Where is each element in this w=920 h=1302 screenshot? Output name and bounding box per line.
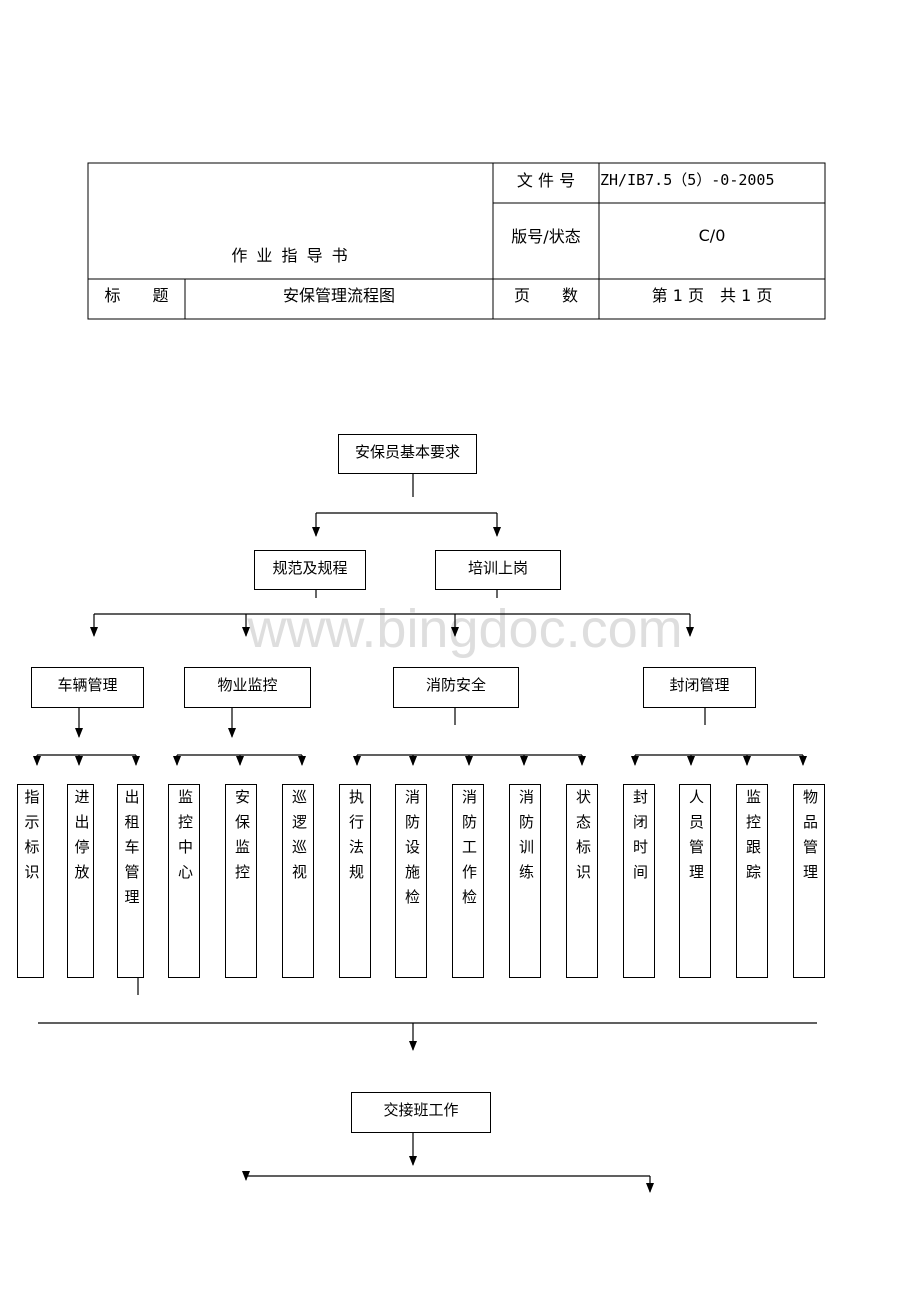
page-count-value: 第 1 页 共 1 页 — [651, 286, 773, 305]
leaf-label: 封闭时间 — [631, 789, 649, 889]
leaf-box: 巡逻巡视 — [282, 784, 314, 978]
vehicle-management-label: 车辆管理 — [57, 676, 118, 694]
file-number-label: 文 件 号 — [516, 171, 576, 190]
leaf-label: 人员管理 — [687, 789, 705, 889]
root-label: 安保员基本要求 — [354, 443, 460, 461]
leaf-box: 消防工作检 — [452, 784, 484, 978]
file-number-value: ZH/IB7.5（5）-0-2005 — [600, 170, 775, 189]
leaf-label: 物品管理 — [801, 789, 819, 889]
training-label: 培训上岗 — [467, 559, 528, 577]
closed-management-label: 封闭管理 — [669, 676, 730, 694]
fire-safety-label: 消防安全 — [425, 676, 486, 694]
leaf-box: 指示标识 — [17, 784, 44, 978]
document-type: 作 业 指 导 书 — [231, 246, 350, 265]
title-value: 安保管理流程图 — [282, 286, 395, 305]
leaf-label: 消防训练 — [517, 789, 535, 889]
leaf-label: 指示标识 — [22, 789, 41, 889]
leaf-box: 人员管理 — [679, 784, 711, 978]
leaf-box: 进出停放 — [67, 784, 94, 978]
leaf-box: 安保监控 — [225, 784, 257, 978]
leaf-box: 监控跟踪 — [736, 784, 768, 978]
leaf-box: 消防设施检 — [395, 784, 427, 978]
closed-management-box: 封闭管理 — [643, 667, 756, 708]
leaf-label: 出租车管理 — [122, 789, 141, 914]
watermark: www.bingdoc.com — [247, 599, 683, 659]
leaf-box: 物品管理 — [793, 784, 825, 978]
leaf-label: 监控中心 — [176, 789, 194, 889]
training-box: 培训上岗 — [435, 550, 561, 590]
leaf-label: 状态标识 — [574, 789, 592, 889]
handover-label: 交接班工作 — [383, 1101, 459, 1119]
leaf-box: 封闭时间 — [623, 784, 655, 978]
property-monitoring-box: 物业监控 — [184, 667, 311, 708]
standards-box: 规范及规程 — [254, 550, 366, 590]
leaf-label: 进出停放 — [72, 789, 91, 889]
property-monitoring-label: 物业监控 — [217, 676, 278, 694]
version-label: 版号/状态 — [511, 227, 581, 246]
standards-label: 规范及规程 — [272, 559, 348, 577]
leaf-box: 状态标识 — [566, 784, 598, 978]
leaf-box: 出租车管理 — [117, 784, 144, 978]
leaf-box: 执行法规 — [339, 784, 371, 978]
page-count-label: 页 数 — [513, 286, 578, 305]
handover-box: 交接班工作 — [351, 1092, 491, 1133]
vehicle-management-box: 车辆管理 — [31, 667, 144, 708]
leaf-label: 巡逻巡视 — [290, 789, 308, 889]
fire-safety-box: 消防安全 — [393, 667, 519, 708]
title-label: 标 题 — [104, 286, 169, 305]
leaf-label: 消防设施检 — [403, 789, 421, 914]
root-box: 安保员基本要求 — [338, 434, 477, 474]
leaf-label: 监控跟踪 — [744, 789, 762, 889]
leaf-box: 消防训练 — [509, 784, 541, 978]
version-value: C/0 — [698, 225, 726, 245]
leaf-label: 消防工作检 — [460, 789, 478, 914]
leaf-box: 监控中心 — [168, 784, 200, 978]
leaf-label: 安保监控 — [233, 789, 251, 889]
leaf-label: 执行法规 — [347, 789, 365, 889]
